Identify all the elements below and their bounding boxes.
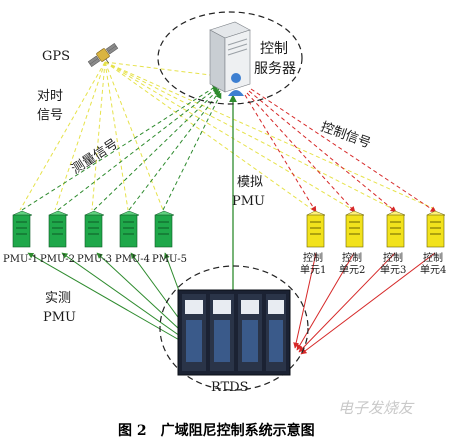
gps-node: GPS 对时 信号 bbox=[37, 43, 119, 123]
server-icon bbox=[209, 21, 251, 93]
control-unit-line2: 单元1 bbox=[300, 264, 326, 276]
rtds-boundary bbox=[159, 265, 309, 391]
pmu-label: PMU-5 bbox=[152, 254, 187, 265]
pmu-unit: PMU-3 bbox=[77, 210, 112, 265]
rtds-label: RTDS bbox=[211, 380, 249, 395]
rtds-to-pmu-lines bbox=[27, 252, 197, 346]
server-label-line1: 控制 bbox=[260, 41, 288, 57]
control-unit-line1: 控制 bbox=[303, 251, 323, 264]
rtds-group: RTDS bbox=[159, 265, 309, 395]
gps-label: GPS bbox=[42, 49, 70, 64]
pmu-unit: PMU-5 bbox=[152, 210, 187, 265]
control-server-group: 控制 服务器 bbox=[157, 11, 303, 105]
timing-signal-line1: 对时 bbox=[37, 89, 63, 104]
pmu-row: PMU-1 PMU-2 PMU-3 PMU-4 PMU-5 bbox=[3, 210, 187, 265]
control-unit: 控制 单元3 bbox=[380, 210, 406, 276]
pmu-label: PMU-1 bbox=[3, 254, 38, 265]
measured-pmu-line2: PMU bbox=[43, 310, 76, 325]
pmu-unit: PMU-2 bbox=[40, 210, 75, 265]
control-unit-line2: 单元4 bbox=[420, 264, 446, 276]
measurement-signal-label: 测量信号 bbox=[69, 136, 121, 177]
control-unit: 控制 单元2 bbox=[339, 210, 365, 276]
control-unit-line1: 控制 bbox=[423, 251, 443, 264]
simulated-pmu-line1: 模拟 bbox=[237, 175, 263, 190]
gps-timing-lines bbox=[19, 61, 438, 211]
measurement-signal-lines bbox=[21, 84, 222, 211]
rtds-rack-icon bbox=[177, 289, 291, 376]
control-unit-to-rtds-lines bbox=[293, 252, 436, 355]
pmu-label: PMU-4 bbox=[115, 254, 150, 265]
control-signal-lines bbox=[244, 88, 437, 213]
pmu-unit: PMU-1 bbox=[3, 210, 38, 265]
control-unit-line2: 单元3 bbox=[380, 264, 406, 276]
control-unit: 控制 单元4 bbox=[420, 210, 446, 276]
control-unit-line1: 控制 bbox=[342, 251, 362, 264]
server-label-line2: 服务器 bbox=[254, 61, 296, 77]
measured-pmu-line1: 实测 bbox=[45, 291, 71, 306]
timing-signal-line2: 信号 bbox=[37, 108, 63, 123]
simulated-pmu-line2: PMU bbox=[232, 194, 265, 209]
control-unit-line1: 控制 bbox=[383, 251, 403, 264]
control-unit-line2: 单元2 bbox=[339, 264, 365, 276]
user-icon bbox=[228, 73, 244, 96]
control-signal-label: 控制信号 bbox=[319, 120, 373, 152]
pmu-label: PMU-3 bbox=[77, 254, 112, 265]
watermark: 电子发烧友 bbox=[338, 399, 415, 417]
control-unit: 控制 单元1 bbox=[300, 210, 326, 276]
server-boundary bbox=[157, 11, 303, 105]
satellite-icon bbox=[87, 43, 119, 67]
figure-caption: 图 2 广域阻尼控制系统示意图 bbox=[118, 422, 315, 439]
control-unit-row: 控制 单元1 控制 单元2 控制 单元3 控制 单元4 bbox=[300, 210, 446, 276]
pmu-label: PMU-2 bbox=[40, 254, 75, 265]
pmu-unit: PMU-4 bbox=[115, 210, 150, 265]
